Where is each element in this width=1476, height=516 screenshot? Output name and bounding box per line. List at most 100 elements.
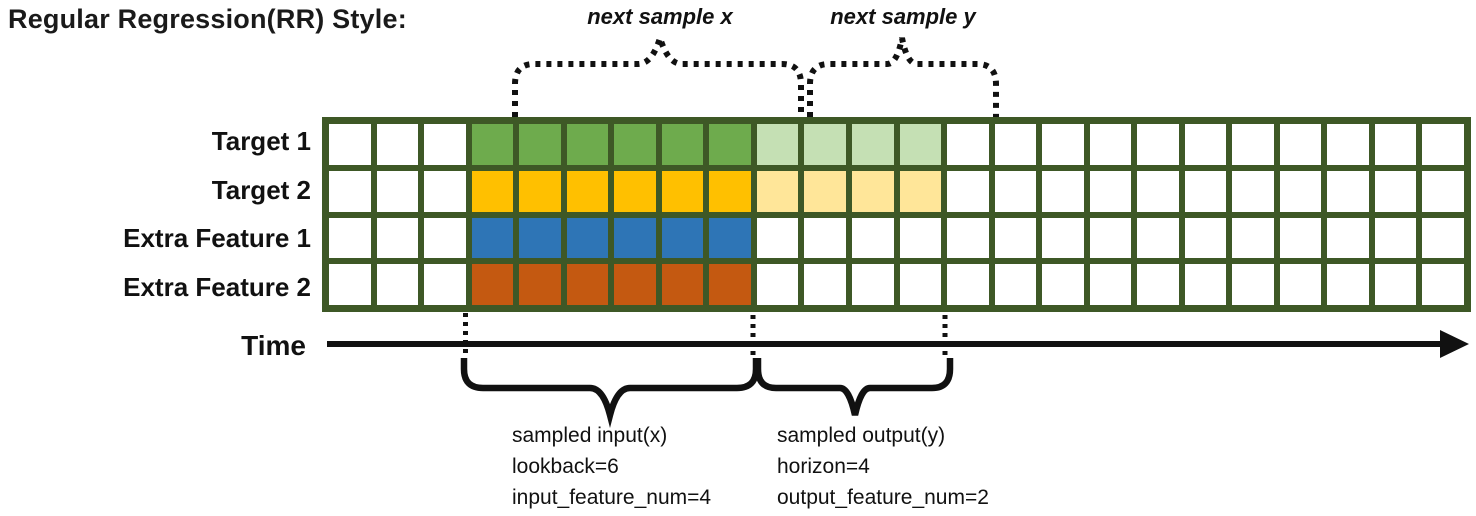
grid-cell [947, 217, 989, 259]
grid-cell [1279, 124, 1322, 165]
grid-cell [1422, 124, 1464, 165]
diagram-title: Regular Regression(RR) Style: [8, 4, 407, 34]
grid-cell [1232, 264, 1274, 305]
grid-cell [424, 124, 466, 165]
grid-cell [1422, 217, 1464, 259]
grid-cell [1042, 264, 1084, 305]
grid-cell [1279, 170, 1322, 212]
grid-cell [614, 170, 656, 212]
grid-cell [329, 217, 371, 259]
grid-cell [661, 124, 704, 165]
grid-cell [1279, 264, 1322, 305]
grid-cell [994, 217, 1037, 259]
sampled-output-annotation: sampled output(y) horizon=4 output_featu… [777, 420, 989, 513]
row-label-extra-feature-1: Extra Feature 1 [123, 223, 311, 253]
grid-cell [566, 170, 609, 212]
grid-cell [1137, 217, 1179, 259]
grid-cell [994, 264, 1037, 305]
grid-cell [756, 124, 799, 165]
grid-cell [851, 124, 894, 165]
input-feature-num-value: input_feature_num=4 [512, 486, 712, 509]
row-label-extra-feature-2: Extra Feature 2 [123, 272, 311, 302]
grid-cell [947, 124, 989, 165]
grid-cell [1042, 217, 1084, 259]
grid-cell [1184, 124, 1227, 165]
grid-cell [899, 124, 942, 165]
grid-cell [566, 217, 609, 259]
next-sample-x-brace [512, 27, 804, 117]
grid-cell [1232, 217, 1274, 259]
grid-cell [851, 264, 894, 305]
next-sample-y-label: next sample y [830, 4, 976, 29]
grid-cell [471, 264, 514, 305]
grid-cell [1374, 264, 1417, 305]
grid-cell [424, 170, 466, 212]
grid-cell [519, 170, 561, 212]
grid-cell [1422, 264, 1464, 305]
grid-cell [709, 264, 751, 305]
grid-cell [471, 217, 514, 259]
grid-cell [1374, 124, 1417, 165]
row-label-target-1: Target 1 [211, 126, 311, 156]
grid-cell [566, 264, 609, 305]
grid-cell [1327, 124, 1369, 165]
grid-cell [614, 217, 656, 259]
grid-cell [1137, 264, 1179, 305]
grid-cell [376, 217, 419, 259]
grid-cell [1184, 170, 1227, 212]
grid-cell [1327, 217, 1369, 259]
grid-cell [1042, 124, 1084, 165]
horizon-value: horizon=4 [777, 455, 870, 478]
grid-cell [376, 170, 419, 212]
grid-cell [994, 124, 1037, 165]
grid-cell [804, 217, 846, 259]
grid-cell [329, 170, 371, 212]
grid-cell [709, 124, 751, 165]
sampled-input-annotation: sampled input(x) lookback=6 input_featur… [512, 420, 711, 513]
grid-cell [1327, 264, 1369, 305]
grid-cell [329, 264, 371, 305]
grid-cell [947, 170, 989, 212]
next-sample-y-brace [807, 37, 999, 117]
grid-cell [1137, 124, 1179, 165]
grid-cell [851, 217, 894, 259]
output-feature-num-value: output_feature_num=2 [777, 486, 989, 509]
grid-cell [851, 170, 894, 212]
grid-cell [756, 217, 799, 259]
grid-cell [1422, 170, 1464, 212]
timeseries-grid [322, 117, 1471, 312]
grid-cell [709, 217, 751, 259]
grid-cell [756, 264, 799, 305]
grid-cell [1089, 217, 1132, 259]
grid-cell [566, 124, 609, 165]
grid-cell [709, 170, 751, 212]
grid-cell [519, 124, 561, 165]
grid-cell [804, 170, 846, 212]
grid-cell [1137, 170, 1179, 212]
grid-cell [1042, 170, 1084, 212]
grid-cell [1232, 124, 1274, 165]
grid-cell [1374, 217, 1417, 259]
grid-cell [804, 264, 846, 305]
lookback-value: lookback=6 [512, 455, 619, 478]
grid-cell [519, 264, 561, 305]
grid-cell [424, 264, 466, 305]
grid-cell [804, 124, 846, 165]
grid-cell [1184, 217, 1227, 259]
time-axis-arrowhead-icon [1440, 330, 1469, 358]
sampled-output-brace [754, 358, 954, 416]
time-axis-label: Time [241, 330, 306, 361]
row-label-target-2: Target 2 [211, 175, 311, 205]
grid-cell [661, 170, 704, 212]
grid-cell [1279, 217, 1322, 259]
grid-cell [329, 124, 371, 165]
grid-cell [1232, 170, 1274, 212]
sampled-input-brace [460, 358, 760, 428]
grid-cell [756, 170, 799, 212]
grid-cell [1089, 124, 1132, 165]
grid-cell [519, 217, 561, 259]
grid-cell [471, 170, 514, 212]
grid-cell [376, 264, 419, 305]
sampled-output-title: sampled output(y) [777, 424, 946, 447]
